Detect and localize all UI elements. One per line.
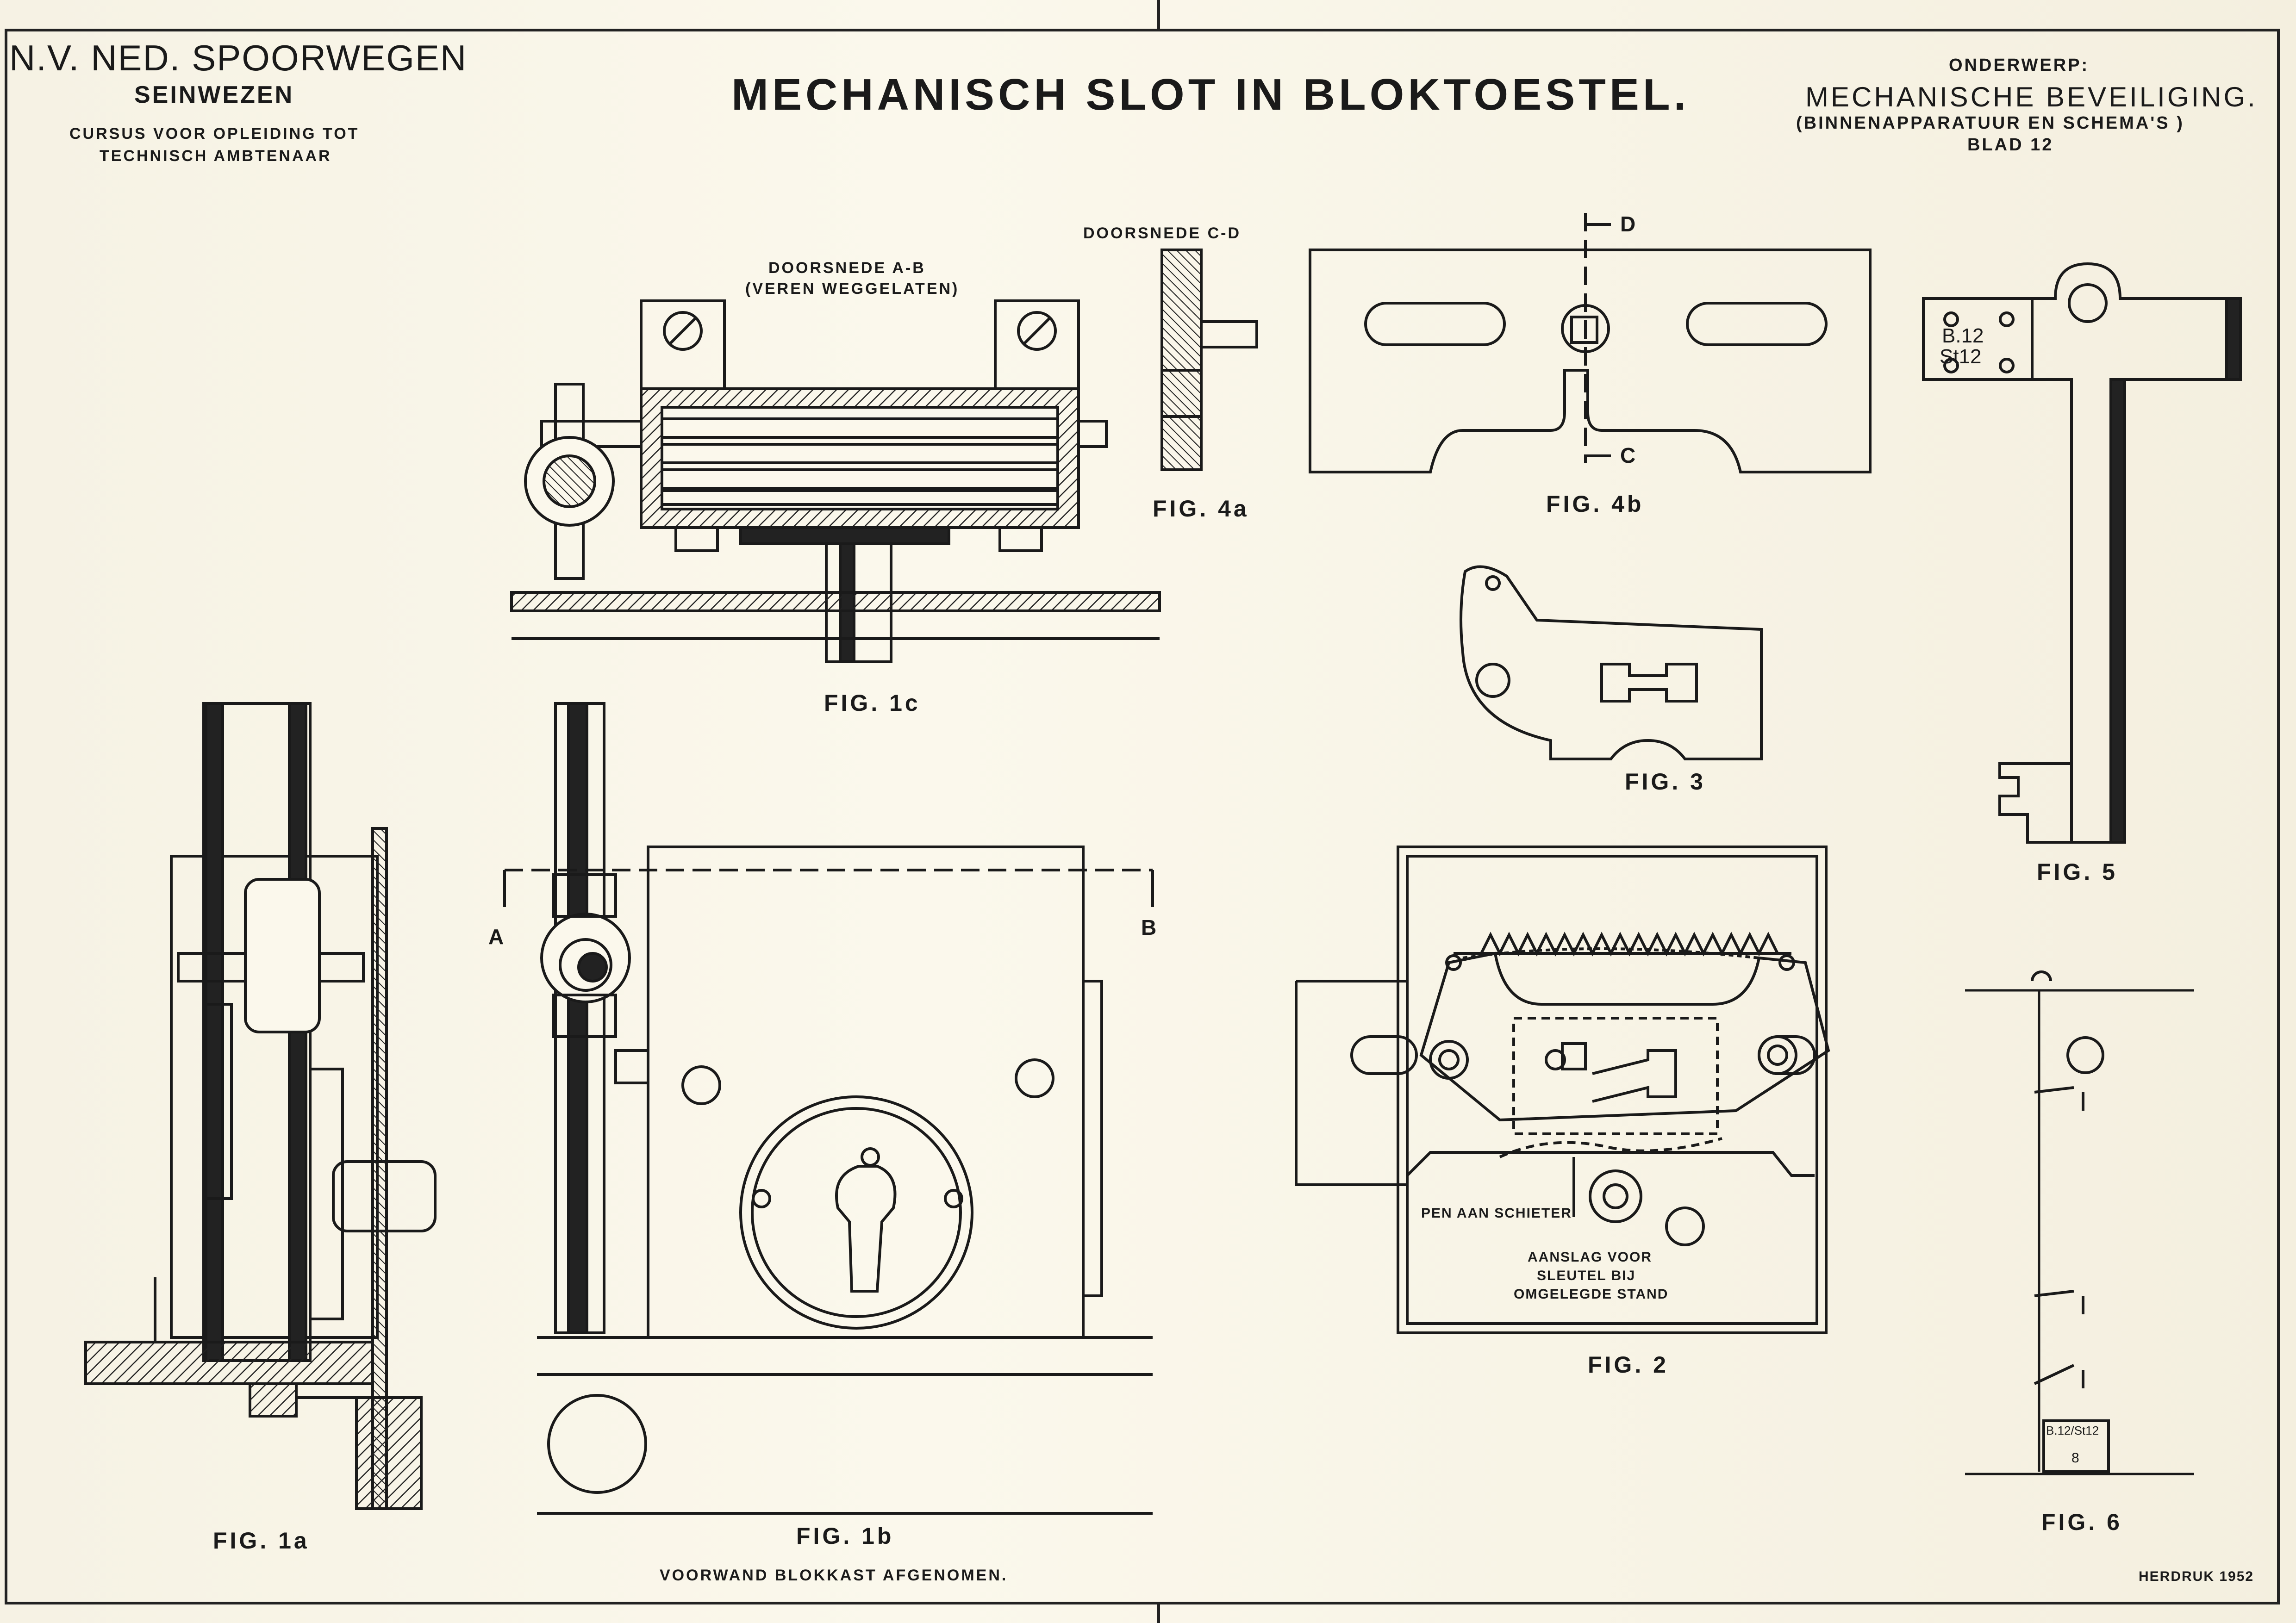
- fig-5-key-drawing: [1922, 262, 2242, 844]
- key-label-1: B.12: [1942, 324, 1984, 347]
- fig6-box-number: 8: [2071, 1450, 2079, 1466]
- fig5-label: FIG. 5: [2037, 859, 2118, 885]
- sheet-number: BLAD 12: [1967, 135, 2054, 155]
- fig1a-label: FIG. 1a: [213, 1528, 310, 1554]
- sheet-border: [5, 29, 2280, 1604]
- fig2-stop-label-2: SLEUTEL BIJ: [1537, 1268, 1636, 1283]
- fig1c-label: FIG. 1c: [824, 690, 921, 716]
- department: SEINWEZEN: [134, 81, 294, 108]
- fig-3-drawing: [1460, 565, 1763, 760]
- fig-2-drawing: [1295, 846, 1830, 1334]
- fig1c-section-label: DOORSNEDE A-B: [768, 259, 926, 277]
- fig6-label: FIG. 6: [2041, 1509, 2122, 1535]
- fig1b-label: FIG. 1b: [796, 1523, 894, 1549]
- marker-a: A: [488, 925, 504, 949]
- fig4b-label: FIG. 4b: [1546, 491, 1644, 517]
- fold-mark-top: [1157, 0, 1160, 29]
- fig1b-caption: VOORWAND BLOKKAST AFGENOMEN.: [660, 1567, 1008, 1584]
- fig3-label: FIG. 3: [1625, 769, 1706, 795]
- fig4a-section-label: DOORSNEDE C-D: [1083, 224, 1242, 242]
- org-name: N.V. NED. SPOORWEGEN: [9, 37, 468, 78]
- fig-4b-drawing: [1309, 213, 1872, 473]
- fig-6-drawing: [1965, 970, 2194, 1475]
- fig-1c-drawing: [510, 299, 1161, 663]
- fig-1a-drawing: [84, 702, 437, 1510]
- subject-title: MECHANISCHE BEVEILIGING.: [1805, 81, 2258, 112]
- subject-subtitle: (BINNENAPPARATUUR EN SCHEMA'S ): [1796, 113, 2184, 133]
- fig4a-label: FIG. 4a: [1153, 496, 1249, 522]
- course-line-2: TECHNISCH AMBTENAAR: [100, 147, 332, 165]
- reprint-note: HERDRUK 1952: [2139, 1569, 2254, 1584]
- marker-c: C: [1620, 443, 1635, 467]
- fig1c-section-note: (VEREN WEGGELATEN): [745, 280, 960, 298]
- fig2-label: FIG. 2: [1588, 1352, 1669, 1378]
- fig2-stop-label-3: OMGELEGDE STAND: [1514, 1287, 1669, 1302]
- subject-label: ONDERWERP:: [1949, 56, 2090, 75]
- marker-b: B: [1141, 915, 1156, 939]
- page-title: MECHANISCH SLOT IN BLOKTOESTEL.: [731, 70, 1690, 119]
- marker-d: D: [1620, 212, 1635, 236]
- key-label-2: St12: [1940, 345, 1982, 368]
- fig-4a-drawing: [1160, 249, 1258, 471]
- fig2-pen-label: PEN AAN SCHIETER: [1421, 1206, 1572, 1221]
- fig6-box-label: B.12/St12: [2046, 1424, 2099, 1437]
- fig-1b-drawing: [503, 702, 1154, 1515]
- course-line-1: CURSUS VOOR OPLEIDING TOT: [69, 125, 360, 143]
- fig2-stop-label-1: AANSLAG VOOR: [1528, 1250, 1653, 1265]
- fold-mark-bottom: [1157, 1604, 1160, 1623]
